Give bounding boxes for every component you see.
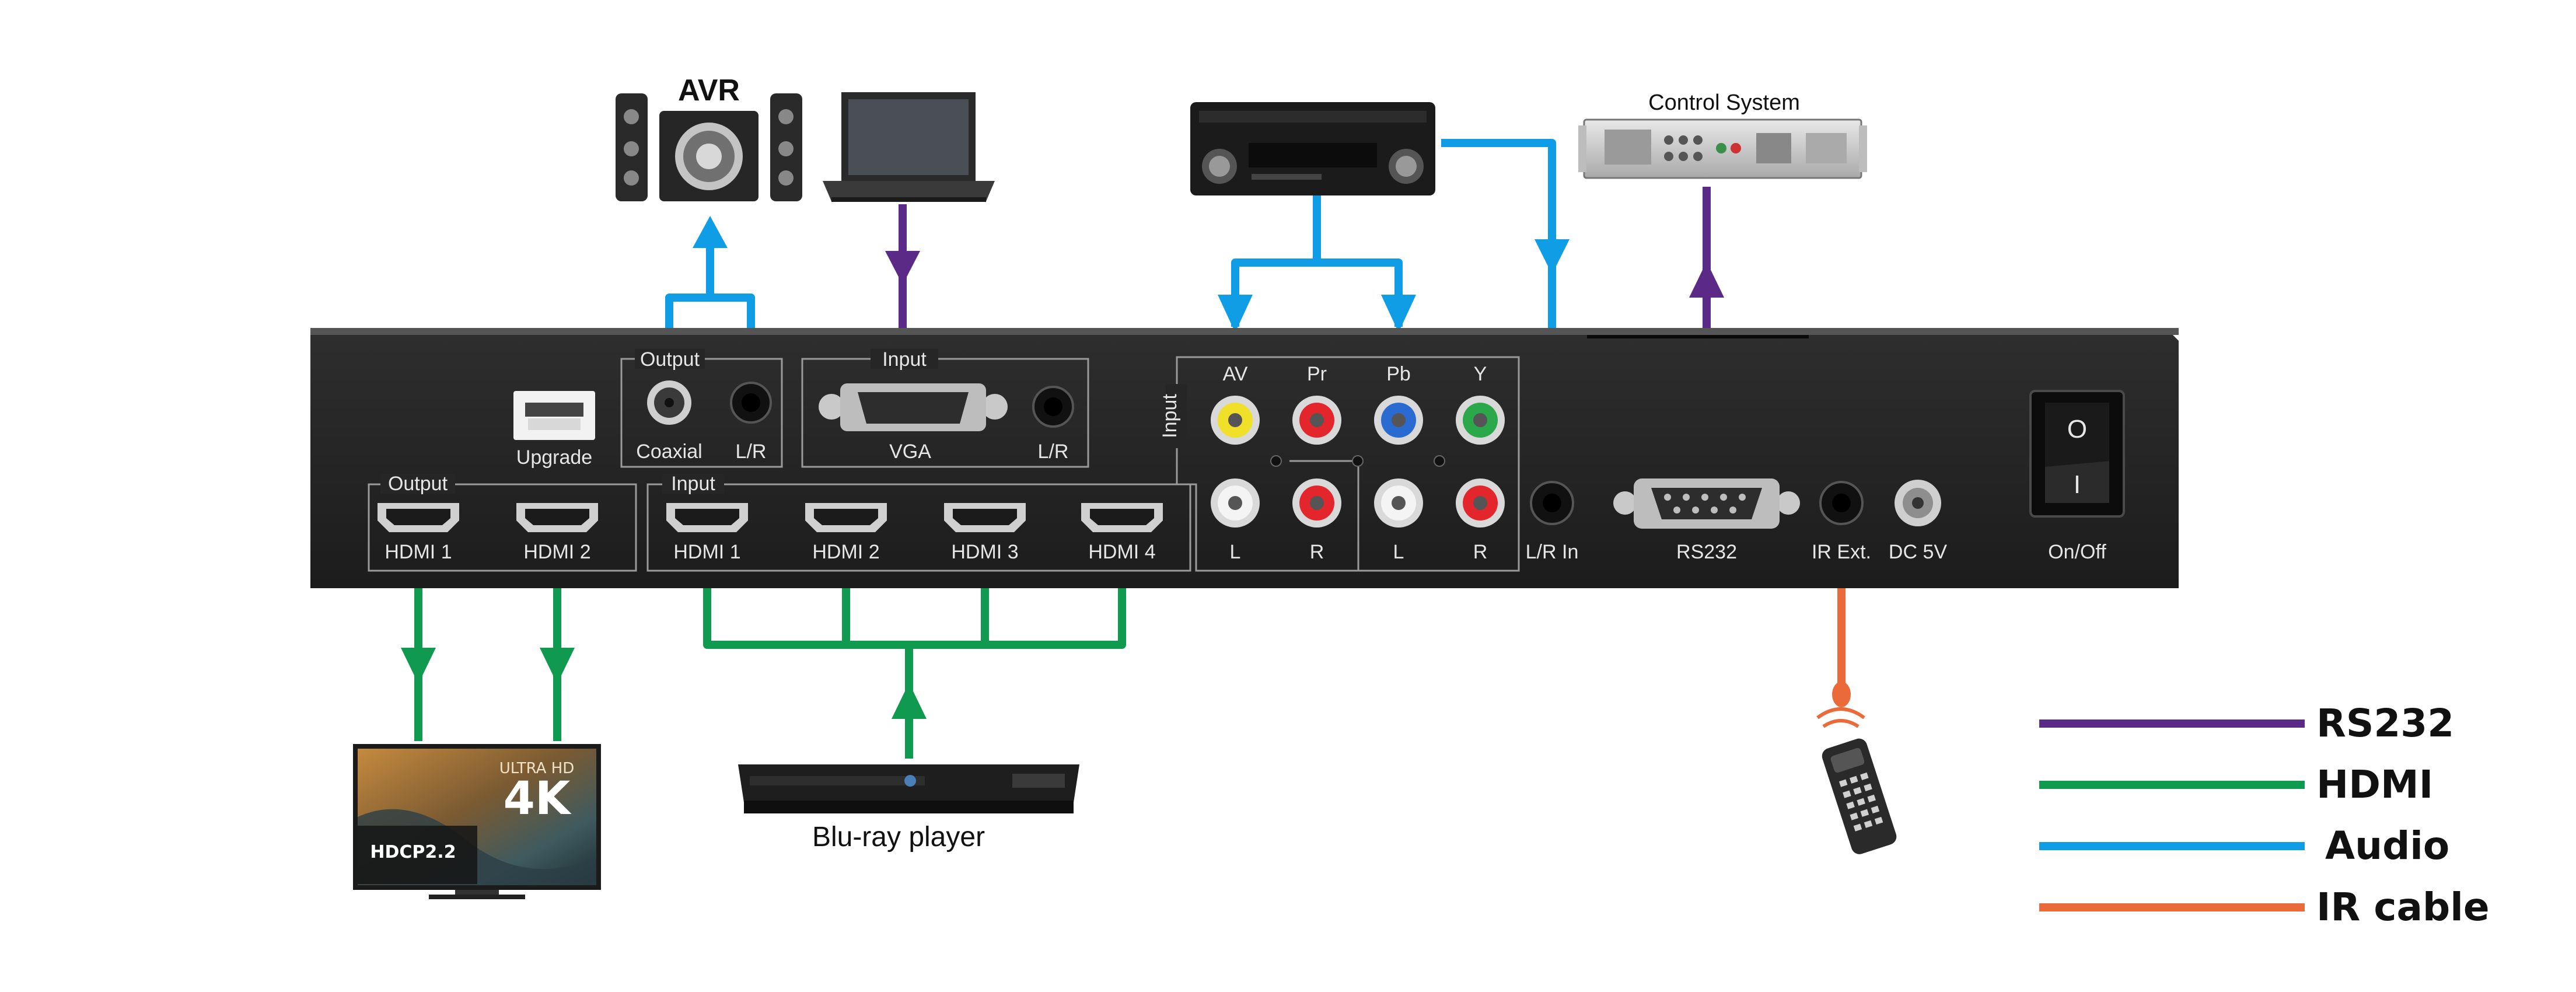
analog-input-group-label: Input xyxy=(1159,394,1181,438)
control-system-icon xyxy=(1578,118,1867,179)
r2-label: R xyxy=(1473,541,1488,563)
vga-lr-label: L/R xyxy=(1038,441,1069,463)
dc-5v-label: DC 5V xyxy=(1889,541,1947,563)
av-receiver-icon xyxy=(1190,102,1435,195)
audio-output-group-box xyxy=(620,358,783,468)
hdmi-output-port-2[interactable] xyxy=(516,503,598,532)
control-system-label: Control System xyxy=(1648,90,1800,115)
coaxial-port[interactable] xyxy=(647,380,691,425)
hdmi-out-2-label: HDMI 2 xyxy=(523,541,590,563)
r1-label: R xyxy=(1310,541,1324,563)
y-label: Y xyxy=(1474,363,1487,385)
hdmi-input-group-box xyxy=(646,483,1191,572)
avr-label: AVR xyxy=(678,74,740,107)
lr-in-label: L/R In xyxy=(1526,541,1579,563)
audio-output-group-label: Output xyxy=(640,348,700,371)
legend-label-rs232: RS232 xyxy=(2316,701,2454,746)
hdmi-out-1-label: HDMI 1 xyxy=(385,541,452,563)
legend-label-hdmi: HDMI xyxy=(2316,762,2433,807)
l2-label: L xyxy=(1393,541,1404,563)
hdmi-input-port-3[interactable] xyxy=(944,503,1026,532)
hdmi-output-port-1[interactable] xyxy=(378,503,459,532)
legend-label-audio: Audio xyxy=(2325,823,2449,868)
legend: RS232 HDMI Audio IR cable xyxy=(2039,701,2490,930)
vga-input-group-box xyxy=(801,358,1089,468)
hdmi-input-port-4[interactable] xyxy=(1081,503,1163,532)
hdmi-input-group-label: Input xyxy=(671,473,715,495)
ir-ext-label: IR Ext. xyxy=(1812,541,1871,563)
4k-tv-icon xyxy=(353,744,601,899)
upgrade-label: Upgrade xyxy=(516,446,592,469)
hdmi-output-group-label: Output xyxy=(388,473,448,495)
ir-remote-icon xyxy=(1816,707,1897,854)
hdmi-in-4-label: HDMI 4 xyxy=(1088,541,1155,563)
avr-speaker-set xyxy=(616,93,802,201)
rca-y-green[interactable] xyxy=(1456,396,1505,445)
tv-4k-label: 4K xyxy=(504,773,572,825)
hdmi-input-port-1[interactable] xyxy=(666,503,748,532)
dc-5v-port[interactable] xyxy=(1895,480,1941,526)
rca-l2-white[interactable] xyxy=(1374,478,1423,528)
rca-pb-blue[interactable] xyxy=(1374,396,1423,445)
rca-r1-red[interactable] xyxy=(1292,478,1341,528)
bluray-label: Blu-ray player xyxy=(812,822,985,853)
ir-ext-jack[interactable] xyxy=(1819,481,1864,525)
power-off-symbol: I xyxy=(2074,470,2081,499)
hdmi-in-1-label: HDMI 1 xyxy=(673,541,740,563)
hdmi-output-group-box xyxy=(368,483,637,572)
hdmi-cable-inputs xyxy=(703,569,1126,759)
rca-pr-red[interactable] xyxy=(1292,396,1341,445)
lr-in-jack[interactable] xyxy=(1530,481,1574,525)
lr-output-label: L/R xyxy=(736,441,767,463)
legend-label-ir: IR cable xyxy=(2316,885,2490,930)
pb-label: Pb xyxy=(1386,363,1411,385)
rca-l1-white[interactable] xyxy=(1211,478,1260,528)
power-on-symbol: O xyxy=(2067,415,2087,443)
vga-input-group-label: Input xyxy=(882,348,927,371)
audio-lr-output-jack[interactable] xyxy=(730,382,772,424)
laptop-icon xyxy=(823,92,995,202)
vga-port[interactable] xyxy=(819,383,1008,431)
audio-cable-receiver-component xyxy=(1218,195,1416,333)
vga-audio-lr-jack[interactable] xyxy=(1032,386,1074,428)
av-label: AV xyxy=(1223,363,1248,385)
analog-input-group-box xyxy=(1176,356,1520,572)
rs232-port-label: RS232 xyxy=(1676,541,1737,563)
bluray-player-icon xyxy=(738,764,1079,813)
vga-label: VGA xyxy=(889,441,931,463)
rs232-port[interactable] xyxy=(1613,478,1800,529)
pr-label: Pr xyxy=(1307,363,1327,385)
onoff-label: On/Off xyxy=(2048,541,2106,563)
hdmi-input-port-2[interactable] xyxy=(805,503,887,532)
rca-av-yellow[interactable] xyxy=(1211,396,1260,445)
analog-input-divider xyxy=(1289,460,1359,571)
hdmi-cable-outputs xyxy=(401,569,575,741)
coaxial-label: Coaxial xyxy=(636,441,702,463)
rca-r2-red[interactable] xyxy=(1456,478,1505,528)
tv-hdcp-label: HDCP2.2 xyxy=(370,842,456,862)
power-switch[interactable] xyxy=(2029,390,2125,518)
hdmi-in-2-label: HDMI 2 xyxy=(812,541,879,563)
usb-upgrade-port[interactable] xyxy=(513,391,595,440)
hdmi-in-3-label: HDMI 3 xyxy=(951,541,1018,563)
l1-label: L xyxy=(1230,541,1241,563)
tv-ultra-hd-label: ULTRA HD xyxy=(499,760,574,777)
